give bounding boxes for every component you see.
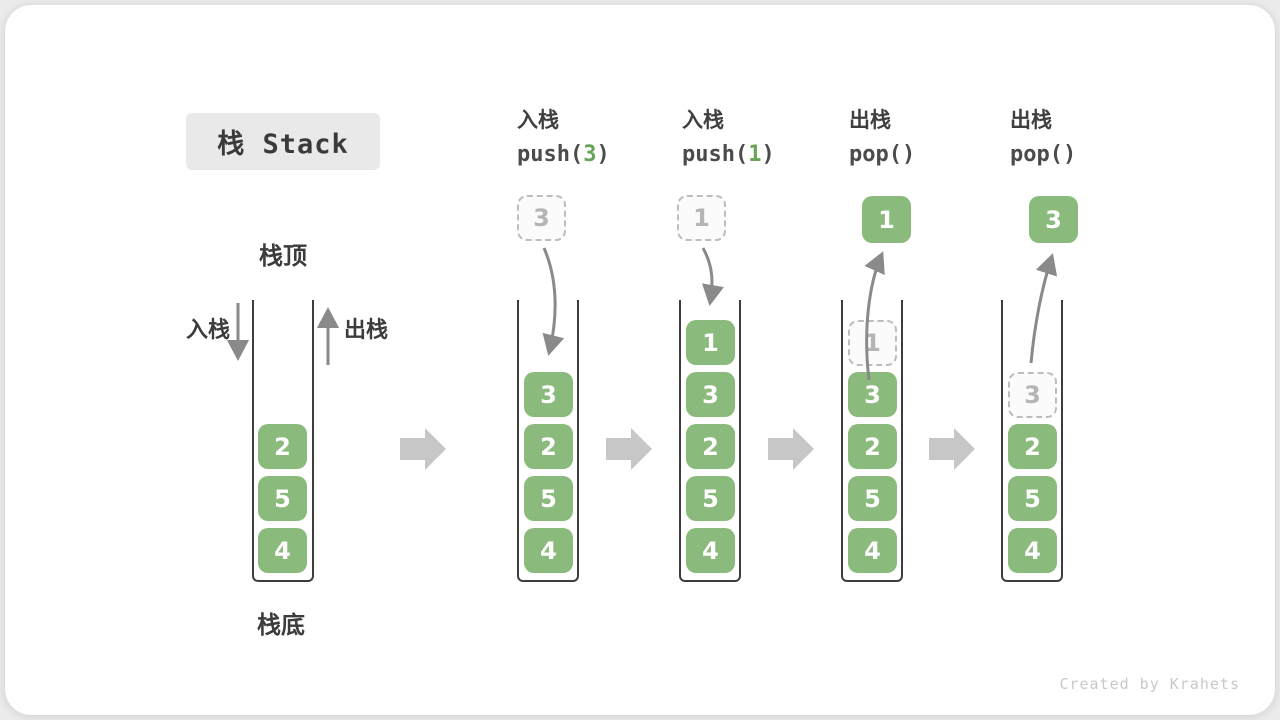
stack-block: 4 [686,528,735,573]
op-code-text: push(3) [517,142,610,167]
stack-block: 5 [1008,476,1057,521]
stack-block: 3 [686,372,735,417]
popped-value-block: 3 [1029,196,1078,243]
op-label-push-3: 入栈 push(3) [517,110,667,166]
stack-bottom-label: 栈底 [257,611,305,639]
watermark-credit: Created by Krahets [1059,675,1240,693]
push-side-label: 入栈 [186,318,231,343]
op-code-text: pop() [1010,142,1077,167]
stack-block: 4 [848,528,897,573]
stack-block: 2 [524,424,573,469]
stack-block: 3 [524,372,573,417]
pop-side-label: 出栈 [344,318,389,343]
op-zh-text: 入栈 [517,108,559,132]
stack-block: 2 [848,424,897,469]
op-code-text: push(1) [682,142,775,167]
op-label-pop-1: 出栈 pop() [849,110,999,166]
stack-block: 5 [258,476,307,521]
ghost-slot-box: 1 [848,320,897,366]
stack-block: 2 [686,424,735,469]
popped-value-block: 1 [862,196,911,243]
stack-block: 5 [686,476,735,521]
stack-block: 2 [1008,424,1057,469]
op-label-pop-2: 出栈 pop() [1010,110,1160,166]
incoming-value-box: 1 [677,195,726,241]
stack-block: 2 [258,424,307,469]
stack-block: 1 [686,320,735,365]
op-zh-text: 入栈 [682,108,724,132]
stack-block: 3 [848,372,897,417]
stack-block: 4 [1008,528,1057,573]
op-zh-text: 出栈 [1010,108,1052,132]
op-label-push-1: 入栈 push(1) [682,110,832,166]
title-badge: 栈 Stack [186,113,380,170]
stack-block: 4 [258,528,307,573]
op-zh-text: 出栈 [849,108,891,132]
stack-block: 5 [524,476,573,521]
ghost-slot-box: 3 [1008,372,1057,418]
stack-block: 4 [524,528,573,573]
stack-block: 5 [848,476,897,521]
stack-top-label: 栈顶 [259,242,307,270]
incoming-value-box: 3 [517,195,566,241]
op-code-text: pop() [849,142,916,167]
